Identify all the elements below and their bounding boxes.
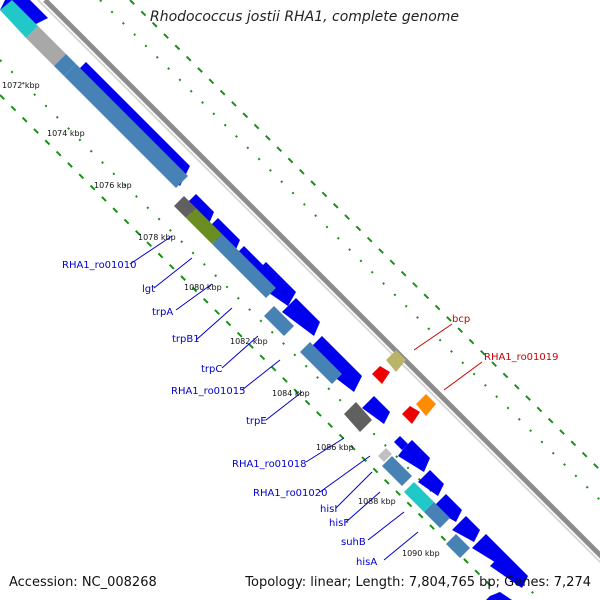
- gene-arrow: [304, 336, 362, 392]
- gene-bar: [382, 456, 412, 486]
- tick-label: 1080 kbp: [184, 283, 222, 292]
- gene-bar: [212, 234, 276, 298]
- gene-bar: [186, 208, 222, 244]
- tick-label: 1088 kbp: [358, 497, 396, 506]
- gene-label: hisA: [356, 557, 377, 568]
- gene-label: RHA1_ro01019: [484, 352, 559, 363]
- gene-label: lgt: [142, 284, 155, 295]
- tick-label: 1074 kbp: [47, 129, 85, 138]
- gene-label: RHA1_ro01015: [171, 386, 246, 397]
- gene-bar: [264, 306, 294, 336]
- bcp-gene-box: [386, 350, 406, 372]
- gene-bar: [0, 0, 38, 38]
- gene-label: bcp: [452, 314, 470, 325]
- RHA1_ro01019-gene-box: [416, 394, 436, 416]
- gene-bar: [26, 26, 66, 66]
- gene-arrow: [472, 534, 504, 564]
- gene-arrow: [398, 440, 430, 472]
- gene-label: trpC: [201, 364, 222, 375]
- gene-bar: [174, 196, 196, 218]
- tick-label: 1084 kbp: [272, 389, 310, 398]
- gene-arrow: [486, 592, 512, 600]
- gene-label: hisI: [320, 504, 337, 515]
- gene-label: trpA: [152, 307, 173, 318]
- gene-arrow: [490, 552, 528, 588]
- gene-bar: [378, 448, 392, 462]
- tick-label: 1082 kbp: [230, 337, 268, 346]
- gene-bar: [446, 534, 470, 558]
- tick-label: 1086 kbp: [316, 443, 354, 452]
- gene-label: trpB1: [172, 334, 200, 345]
- bcp-gene-arrow: [372, 366, 390, 384]
- gene-bar: [404, 482, 434, 512]
- gene-label: trpE: [246, 416, 267, 427]
- tick-label: 1090 kbp: [402, 549, 440, 558]
- gene-arrow: [362, 396, 390, 424]
- tick-label: 1078 kbp: [138, 233, 176, 242]
- red-gene-arrow: [402, 406, 420, 424]
- gene-label: RHA1_ro01010: [62, 260, 137, 271]
- gene-arrow: [250, 262, 296, 306]
- gene-arrow: [282, 298, 320, 336]
- gene-bar: [300, 342, 342, 384]
- gene-label: RHA1_ro01020: [253, 488, 328, 499]
- gene-label: RHA1_ro01018: [232, 459, 307, 470]
- topology-text: Topology: linear; Length: 7,804,765 bp; …: [245, 575, 591, 590]
- gene-label: hisF: [329, 518, 349, 529]
- gene-arrow: [432, 494, 462, 522]
- accession-text: Accession: NC_008268: [9, 575, 157, 590]
- gene-bar: [64, 64, 188, 188]
- tick-label: 1072 kbp: [2, 81, 40, 90]
- tick-label: 1076 kbp: [94, 181, 132, 190]
- gene-label: suhB: [341, 537, 366, 548]
- gene-arrow: [418, 470, 444, 496]
- gene-bar: [344, 402, 372, 432]
- map-title: Rhodococcus jostii RHA1, complete genome: [150, 9, 460, 25]
- gene-arrow: [452, 516, 480, 542]
- reverse-cds-track: [0, 0, 470, 558]
- highlighted-features: [372, 350, 436, 424]
- gene-arrow: [394, 436, 408, 450]
- genome-backbone: [37, 0, 600, 564]
- gene-bar: [424, 502, 450, 528]
- label-leader-lines: [129, 235, 483, 561]
- gene-bar: [54, 54, 76, 76]
